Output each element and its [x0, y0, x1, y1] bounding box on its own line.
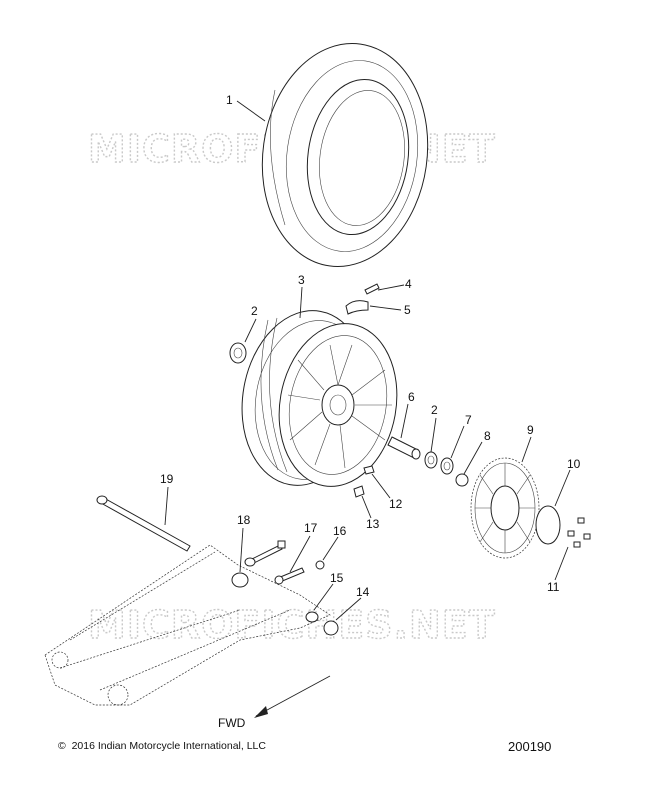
valve-stem — [364, 283, 380, 295]
spacer — [387, 436, 421, 460]
fwd-label: FWD — [218, 716, 246, 730]
callout-5: 5 — [404, 303, 411, 317]
callout-4: 4 — [405, 277, 412, 291]
axle — [96, 495, 191, 552]
watermark-bottom: MICROFICHES.NET — [88, 603, 496, 647]
callout-12: 12 — [389, 497, 403, 511]
callout-18: 18 — [237, 513, 251, 527]
rear-wheel — [241, 310, 398, 487]
bearing-right — [424, 451, 438, 469]
nut — [323, 620, 339, 636]
callout-10: 10 — [567, 457, 581, 471]
fwd-arrow — [254, 675, 331, 718]
copyright-notice: © 2016 Indian Motorcycle International, … — [58, 740, 266, 752]
copyright-text: 2016 Indian Motorcycle International, LL… — [71, 740, 266, 752]
callout-14: 14 — [356, 585, 370, 599]
callout-13: 13 — [366, 517, 380, 531]
callout-19: 19 — [160, 472, 174, 486]
leader-lines — [164, 100, 571, 621]
figure-number: 200190 — [508, 739, 552, 754]
seal — [440, 457, 454, 475]
callout-7: 7 — [465, 413, 472, 427]
valve-cap — [345, 300, 369, 315]
adjuster-bolt — [244, 544, 283, 567]
callout-9: 9 — [527, 423, 534, 437]
brake-rotor — [470, 457, 540, 559]
bushing — [231, 572, 249, 588]
callout-8: 8 — [484, 429, 491, 443]
screw — [353, 485, 365, 498]
spacer-collar — [455, 473, 469, 487]
tire — [261, 43, 429, 267]
callout-17: 17 — [304, 521, 318, 535]
callout-11: 11 — [547, 580, 560, 594]
callout-16: 16 — [333, 524, 347, 538]
callout-1: 1 — [226, 93, 233, 107]
nut-small — [277, 540, 286, 549]
callout-15: 15 — [330, 571, 344, 585]
swingarm — [44, 544, 331, 706]
callout-6: 6 — [408, 390, 415, 404]
rotor-bolts — [567, 517, 591, 548]
spring-clip — [363, 465, 375, 475]
callout-2-left: 2 — [251, 304, 258, 318]
bearing-left — [229, 342, 247, 364]
pin — [274, 567, 305, 585]
callout-3: 3 — [298, 273, 305, 287]
washer-small — [315, 560, 325, 570]
copyright-symbol: © — [58, 740, 66, 752]
tone-ring — [535, 505, 561, 545]
washer — [305, 611, 319, 623]
callout-2-right: 2 — [431, 403, 438, 417]
